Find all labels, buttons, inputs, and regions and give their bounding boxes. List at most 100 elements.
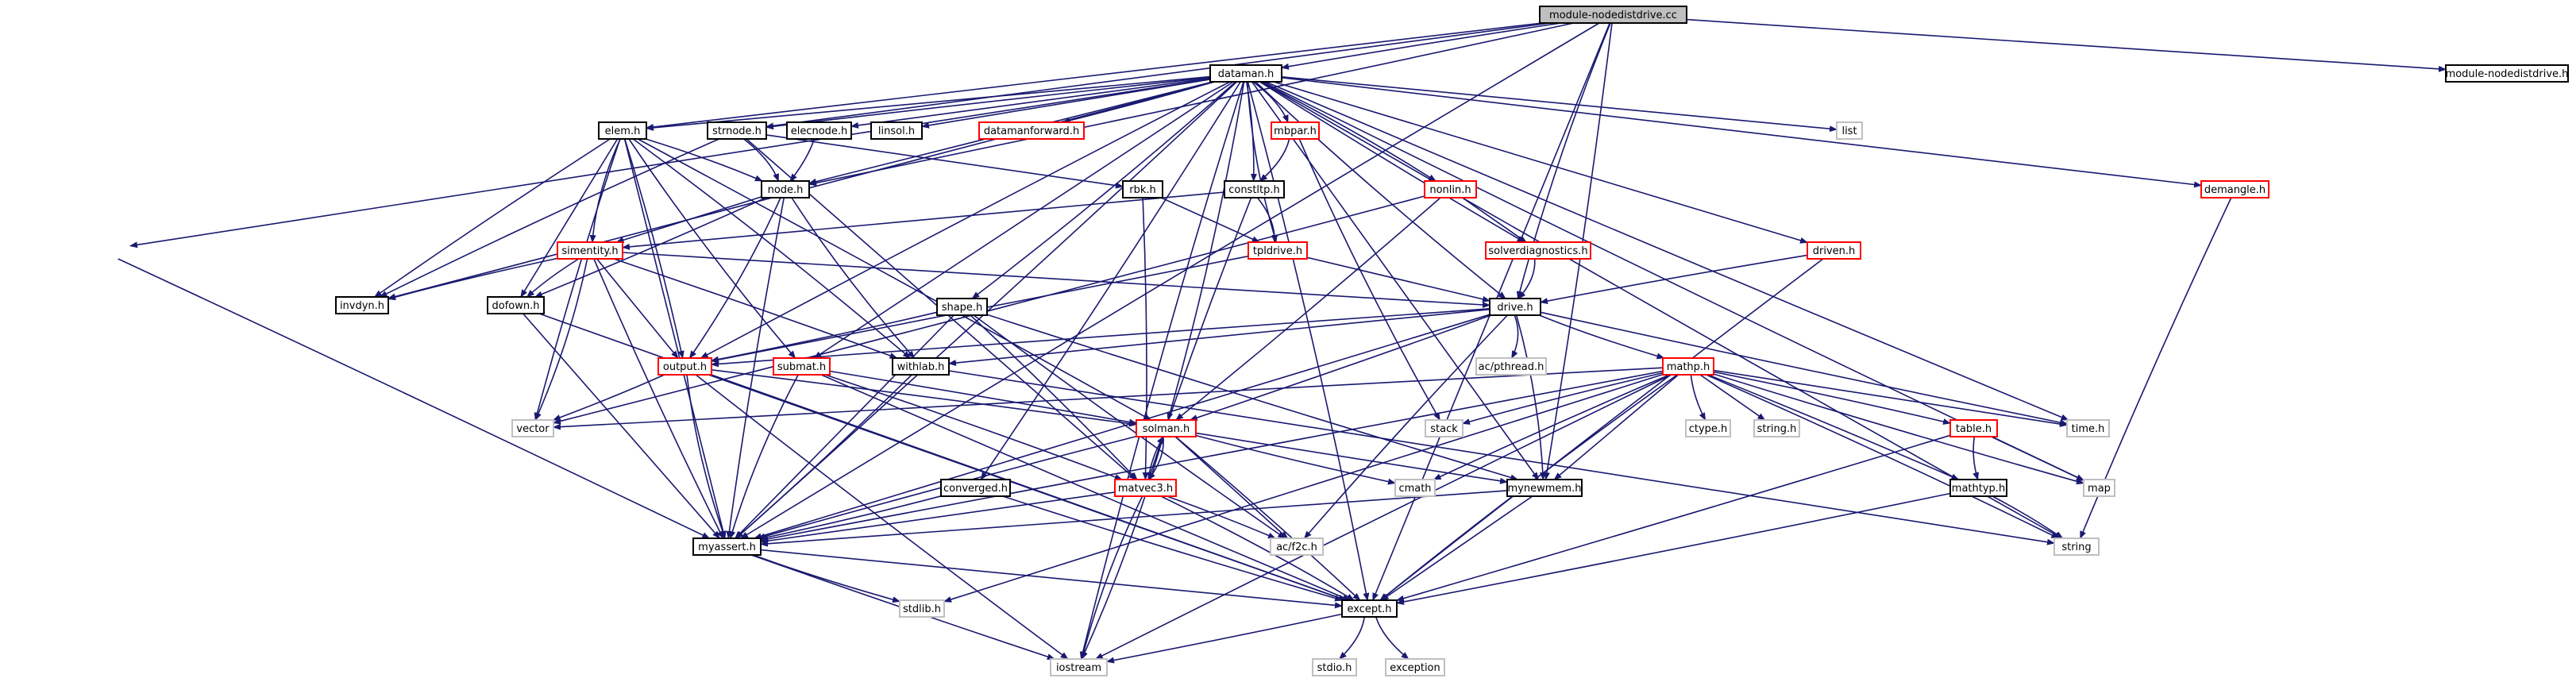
node-elem-h[interactable]: elem.h — [598, 121, 647, 140]
node-elecnode-h[interactable]: elecnode.h — [786, 121, 852, 140]
edge-rbk-h-to-matvec3-h — [1142, 197, 1149, 480]
edge-module-nodedistdrive-cc-to-dataman-h — [1281, 22, 1562, 70]
node-rbk-h[interactable]: rbk.h — [1122, 180, 1163, 198]
edge-dofown-h-to-myassert-h — [523, 313, 720, 539]
edge-dataman-h-to-string — [1260, 81, 2063, 539]
node-nonlin-h[interactable]: nonlin.h — [1424, 180, 1477, 198]
node-label: module-nodedistdrive.cc — [1549, 10, 1677, 21]
edge-elem-h-to-withlab-h — [632, 138, 911, 359]
node-drive-h[interactable]: drive.h — [1489, 298, 1541, 316]
node-box — [899, 599, 945, 618]
node-constltp-h[interactable]: constltp.h — [1224, 180, 1285, 198]
edge-tpldrive-h-to-drive-h — [1306, 256, 1490, 302]
edge-mathp-h-to-cmath — [1433, 374, 1670, 480]
edge-elem-h-to-invdyn-h — [373, 138, 611, 298]
node-label: map — [2088, 483, 2111, 495]
node-label: iostream — [1056, 662, 1101, 674]
node-string: string — [2053, 538, 2100, 556]
node-vector: vector — [511, 419, 554, 437]
node-mathp-h[interactable]: mathp.h — [1662, 357, 1714, 376]
node-tpldrive-h[interactable]: tpldrive.h — [1248, 241, 1308, 260]
node-mynewmem-h[interactable]: mynewmem.h — [1506, 479, 1583, 497]
node-label: mbpar.h — [1274, 125, 1317, 137]
edge-vecitter-h-to-myassert-h — [118, 258, 711, 539]
node-label: elem.h — [605, 125, 641, 137]
node-box — [1836, 121, 1863, 140]
node-datamanforward-h[interactable]: datamanforward.h — [978, 121, 1085, 140]
edge-strnode-h-to-rbk-h — [765, 134, 1124, 189]
edge-output-h-to-except-h — [708, 374, 1347, 601]
node-box — [1485, 241, 1591, 260]
node-strnode-h[interactable]: strnode.h — [707, 121, 767, 140]
node-box — [1224, 180, 1285, 198]
node-module-nodedistdrive-cc[interactable]: module-nodedistdrive.cc — [1539, 6, 1687, 24]
edge-mathp-h-to-map — [1713, 373, 2084, 485]
node-solman-h[interactable]: solman.h — [1136, 419, 1197, 437]
edge-simentity-h-to-vector — [534, 258, 588, 421]
edge-mathp-h-to-ctype-h — [1690, 374, 1706, 421]
node-exception: exception — [1385, 658, 1445, 676]
edge-drive-h-to-ac-pthread-h — [1510, 314, 1519, 359]
edge-dataman-h-to-vecitter-h — [129, 78, 1211, 249]
node-ac-pthread-h: ac/pthread.h — [1475, 357, 1547, 376]
node-converged-h[interactable]: converged.h — [940, 479, 1011, 497]
edge-dataman-h-to-demangle-h — [1281, 77, 2202, 188]
edge-dataman-h-to-nonlin-h — [1260, 81, 1436, 182]
node-box — [773, 357, 831, 376]
edge-dataman-h-to-elecnode-h — [850, 77, 1211, 129]
node-label: module-nodedistdrive.h — [2446, 68, 2569, 80]
edge-withlab-h-to-myassert-h — [735, 374, 912, 539]
node-label: node.h — [768, 184, 804, 196]
node-solverdiagnostics-h[interactable]: solverdiagnostics.h — [1485, 241, 1591, 260]
edge-converged-h-to-except-h — [1002, 495, 1344, 602]
node-label: dofown.h — [492, 300, 540, 312]
edge-myassert-h-to-except-h — [760, 549, 1343, 609]
node-driven-h[interactable]: driven.h — [1807, 241, 1861, 260]
node-module-nodedistdrive-h[interactable]: module-nodedistdrive.h — [2445, 64, 2569, 83]
node-label: datamanforward.h — [984, 125, 1079, 137]
edge-node-h-to-output-h — [688, 197, 781, 359]
node-shape-h[interactable]: shape.h — [936, 298, 988, 316]
edge-mbpar-h-to-stack — [1298, 138, 1440, 421]
node-output-h[interactable]: output.h — [657, 357, 712, 376]
node-mathtyp-h[interactable]: mathtyp.h — [1949, 479, 2007, 497]
node-box — [761, 180, 810, 198]
node-mbpar-h[interactable]: mbpar.h — [1271, 121, 1320, 140]
node-myassert-h[interactable]: myassert.h — [692, 538, 762, 556]
node-withlab-h[interactable]: withlab.h — [892, 357, 950, 376]
edge-dataman-h-to-driven-h — [1273, 81, 1808, 244]
node-linsol-h[interactable]: linsol.h — [870, 121, 923, 140]
node-box — [511, 419, 554, 437]
edge-elem-h-to-vector — [534, 138, 621, 421]
edge-dataman-h-to-linsol-h — [921, 79, 1211, 129]
node-invdyn-h[interactable]: invdyn.h — [335, 296, 389, 314]
node-matvec3-h[interactable]: matvec3.h — [1114, 479, 1177, 497]
edge-mathp-h-to-mathtyp-h — [1707, 374, 1960, 480]
node-table-h[interactable]: table.h — [1949, 419, 1998, 437]
node-demangle-h[interactable]: demangle.h — [2200, 180, 2269, 198]
node-node-h[interactable]: node.h — [761, 180, 810, 198]
node-dataman-h[interactable]: dataman.h — [1209, 64, 1282, 83]
node-submat-h[interactable]: submat.h — [773, 357, 831, 376]
edge-mathp-h-to-string-h — [1699, 374, 1766, 421]
edge-matvec3-h-to-solman-h — [1147, 436, 1164, 480]
edge-output-h-to-iostream — [695, 374, 1069, 660]
node-label: solverdiagnostics.h — [1488, 245, 1587, 257]
edge-mathp-h-to-stdlib-h — [943, 373, 1664, 603]
edge-except-h-to-stdio-h — [1338, 616, 1366, 660]
node-box — [1271, 121, 1320, 140]
node-box — [335, 296, 389, 314]
node-except-h[interactable]: except.h — [1341, 599, 1398, 618]
edge-myassert-h-to-stdlib-h — [753, 554, 900, 603]
node-label: cmath — [1398, 483, 1431, 495]
node-simentity-h[interactable]: simentity.h — [557, 241, 623, 260]
edge-nonlin-h-to-solverdiagnostics-h — [1462, 197, 1527, 243]
node-dofown-h[interactable]: dofown.h — [487, 296, 545, 314]
node-box — [1385, 658, 1445, 676]
edge-drive-h-to-time-h — [1540, 311, 2068, 426]
node-box — [1122, 180, 1163, 198]
node-label: matvec3.h — [1118, 483, 1173, 495]
node-box — [557, 241, 623, 260]
node-label: linsol.h — [878, 125, 915, 137]
